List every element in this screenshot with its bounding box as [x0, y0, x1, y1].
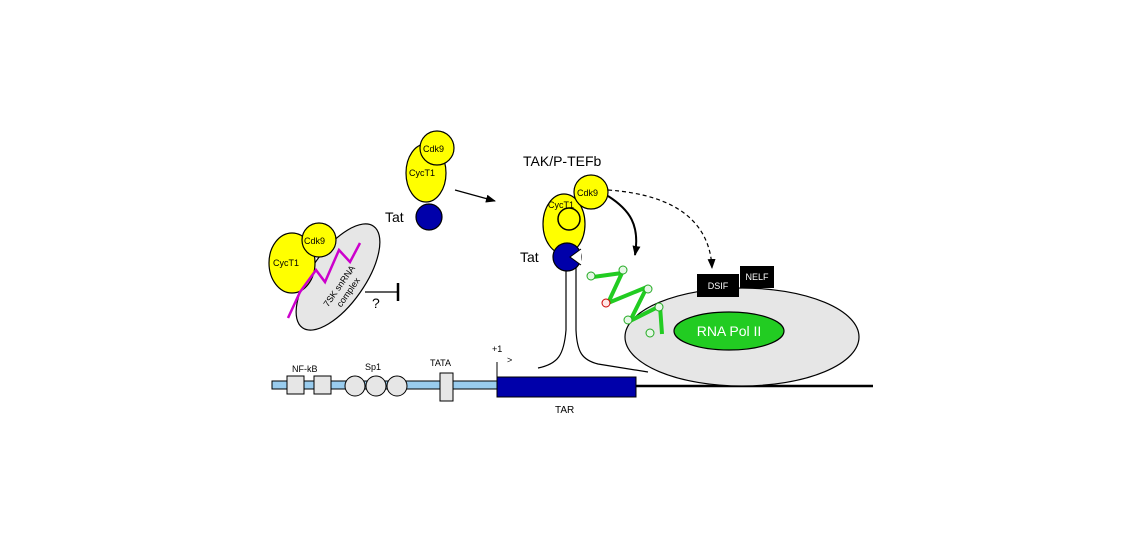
nelf-label: NELF [745, 272, 769, 282]
phospho-sites [586, 265, 664, 338]
nfkb-site-1 [286, 375, 305, 395]
recruitment-arrow [454, 189, 496, 203]
ctd-phosphorylation-arrow [607, 195, 641, 256]
phospho-site [618, 265, 628, 275]
tata-label: TATA [430, 358, 451, 368]
tar-region [496, 376, 637, 398]
nfkb-label: NF-kB [292, 364, 318, 374]
cdk9-bound-label: Cdk9 [577, 188, 598, 198]
free-tat-ptefb: CycT1 Cdk9 Tat [385, 130, 496, 231]
question-mark: ? [372, 295, 380, 311]
rna-pol-ii-label: RNA Pol II [697, 323, 762, 339]
tss-direction: > [507, 355, 512, 365]
tar-stem-left [537, 258, 567, 369]
tat-binding-notch [569, 248, 582, 266]
tata-box [439, 372, 454, 402]
rna-pol-ii [673, 311, 785, 351]
dsif-label: DSIF [708, 281, 729, 291]
7sk-snrna-complex-ellipse [295, 223, 381, 331]
tar-rna-stem-loop [537, 258, 649, 373]
cdk9-inactive-label: Cdk9 [304, 236, 325, 246]
phospho-site [645, 328, 655, 338]
tss-label: +1 [492, 344, 502, 354]
cdk9-bound [573, 174, 609, 210]
7sk-snrna-wave [286, 242, 362, 319]
sp1-label: Sp1 [365, 362, 381, 372]
ctd-tail [586, 265, 664, 338]
phospho-site [586, 271, 596, 281]
7sk-inactive-complex: CycT1 Cdk9 7SK snRNA complex ? [268, 222, 400, 331]
phospho-site-red [601, 298, 611, 308]
phospho-site [654, 302, 664, 312]
nelf-box [740, 266, 774, 288]
tar-label: TAR [555, 405, 574, 416]
sp1-site-1 [344, 375, 366, 397]
tak-ptefb-title: TAK/P-TEFb [523, 153, 602, 169]
tat-free-label: Tat [385, 209, 404, 225]
nfkb-site-2 [313, 375, 332, 395]
cdk9-free-label: Cdk9 [423, 144, 444, 154]
cyct1-bound-label: CycT1 [548, 200, 574, 210]
tat-free [415, 203, 443, 231]
dsif-box [697, 274, 739, 297]
rna-pol-ii-complex: RNA Pol II DSIF NELF [624, 266, 860, 387]
tar-loop [557, 207, 581, 231]
cyct1-free-label: CycT1 [409, 168, 435, 178]
tak-ptefb-bound: CycT1 Cdk9 Tat TAK/P-TEFb [520, 153, 609, 272]
sp1-site-2 [365, 375, 387, 397]
phospho-site [623, 315, 633, 325]
cdk9-free [419, 130, 455, 166]
cdk9-inactive [301, 222, 337, 258]
sp1-site-3 [386, 375, 408, 397]
tat-bound-label: Tat [520, 249, 539, 265]
cyct1-inactive-label: CycT1 [273, 258, 299, 268]
tar-stem-right [575, 258, 649, 373]
dsif-phosphorylation-arrow [607, 189, 716, 269]
phospho-site [643, 284, 653, 294]
